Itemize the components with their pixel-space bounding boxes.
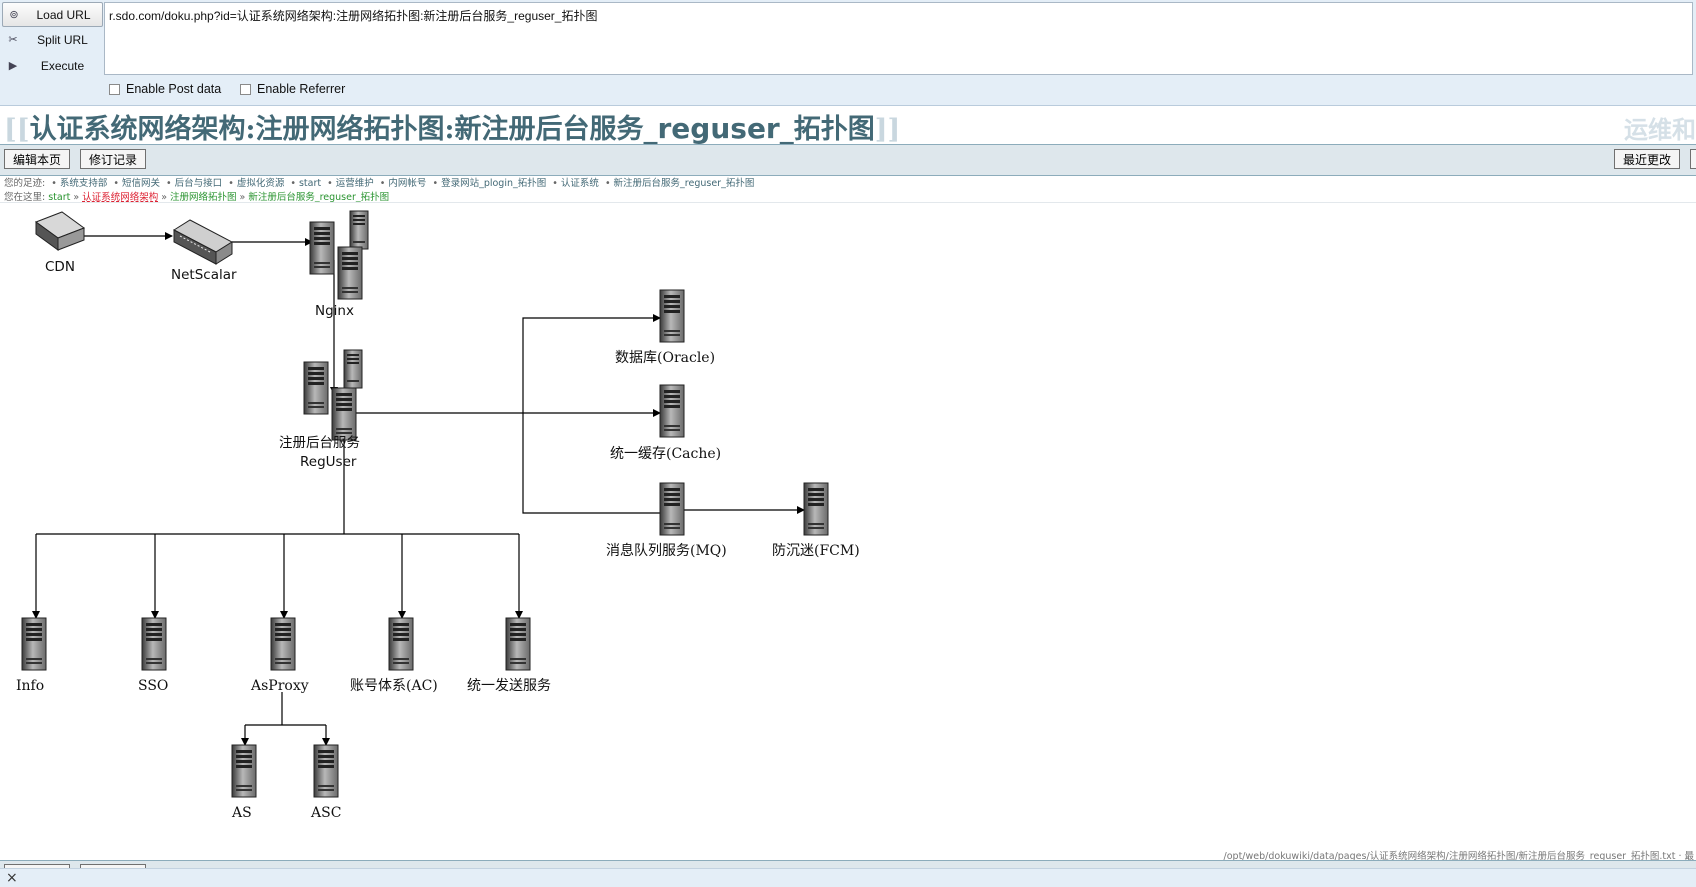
sso-server-icon bbox=[141, 617, 167, 671]
load-url-button[interactable]: ⊚ Load URL bbox=[2, 2, 103, 27]
trace-item[interactable]: 新注册后台服务_reguser_拓扑图 bbox=[613, 178, 755, 189]
label-nginx: Nginx bbox=[315, 303, 354, 319]
edit-page-button[interactable]: 编辑本页 bbox=[4, 149, 71, 169]
load-url-label: Load URL bbox=[36, 7, 91, 22]
here-label: 您在这里: bbox=[4, 192, 46, 203]
label-as: AS bbox=[231, 805, 252, 821]
trace-item[interactable]: 虚拟化资源 bbox=[236, 178, 285, 189]
label-oracle: 数据库(Oracle) bbox=[615, 350, 715, 366]
bottom-edit-button[interactable] bbox=[4, 864, 70, 869]
netscalar-icon bbox=[172, 219, 234, 265]
label-reguser-cn: 注册后台服务 bbox=[279, 435, 360, 451]
asc-server-icon bbox=[313, 744, 339, 798]
reguser-server-icon bbox=[303, 349, 363, 441]
split-url-button[interactable]: ✂ Split URL bbox=[2, 28, 101, 51]
asproxy-server-icon bbox=[270, 617, 296, 671]
as-server-icon bbox=[231, 744, 257, 798]
title-open-brackets: [[ bbox=[4, 114, 30, 145]
oracle-server-icon bbox=[659, 289, 685, 343]
topology-diagram: CDN NetScalar Nginx 注册后台服务 RegUser 数据库(O… bbox=[16, 210, 860, 821]
trace-item[interactable]: 运营维护 bbox=[335, 178, 374, 189]
breadcrumb-item-missing[interactable]: 认证系统网络架构 bbox=[82, 192, 159, 203]
label-fcm: 防沉迷(FCM) bbox=[772, 543, 860, 559]
title-english: _reguser_ bbox=[643, 112, 794, 145]
recent-changes-button[interactable]: 最近更改 bbox=[1614, 149, 1681, 169]
label-asc: ASC bbox=[310, 805, 341, 821]
load-url-icon: ⊚ bbox=[9, 9, 19, 21]
trace-item[interactable]: 认证系统 bbox=[560, 178, 599, 189]
execute-icon: ▶ bbox=[8, 60, 18, 72]
split-url-icon: ✂ bbox=[8, 34, 18, 46]
hackbar-toolbar: ⊚ Load URL ✂ Split URL ▶ Execute r.sdo.c… bbox=[0, 0, 1696, 106]
split-url-label: Split URL bbox=[37, 32, 88, 47]
trace-item[interactable]: 内网帐号 bbox=[388, 178, 427, 189]
close-icon[interactable]: × bbox=[6, 870, 18, 886]
breadcrumb-item-start[interactable]: start bbox=[48, 192, 71, 203]
cache-server-icon bbox=[659, 384, 685, 438]
label-netscalar: NetScalar bbox=[171, 267, 237, 283]
fcm-server-icon bbox=[803, 482, 829, 536]
execute-button[interactable]: ▶ Execute bbox=[2, 54, 101, 77]
label-cache: 统一缓存(Cache) bbox=[610, 446, 721, 462]
page-title[interactable]: [[认证系统网络架构:注册网络拓扑图:新注册后台服务_reguser_拓扑图]] bbox=[4, 107, 900, 145]
enable-referrer-label: Enable Referrer bbox=[257, 82, 346, 96]
wiki-toolbar: 编辑本页 修订记录 最近更改 bbox=[0, 144, 1696, 176]
label-reguser-en: RegUser bbox=[300, 454, 357, 470]
breadcrumb: 您在这里: start»认证系统网络架构»注册网络拓扑图»新注册后台服务_reg… bbox=[4, 192, 390, 203]
trace-item[interactable]: start bbox=[298, 178, 322, 189]
breadcrumb-item[interactable]: 注册网络拓扑图 bbox=[170, 192, 237, 203]
site-logo-text[interactable]: 运维和 bbox=[1624, 115, 1696, 144]
trace-item[interactable]: 短信网关 bbox=[122, 178, 161, 189]
trace-item[interactable]: 后台与接口 bbox=[174, 178, 223, 189]
send-server-icon bbox=[505, 617, 531, 671]
trace-item[interactable]: 系统支持部 bbox=[59, 178, 108, 189]
label-asproxy: AsProxy bbox=[250, 678, 309, 694]
title-tail: 拓扑图 bbox=[793, 114, 875, 145]
browser-statusbar: × bbox=[0, 868, 1696, 887]
execute-label: Execute bbox=[40, 58, 85, 73]
info-server-icon bbox=[21, 617, 47, 671]
revisions-button[interactable]: 修订记录 bbox=[80, 149, 147, 169]
mq-server-icon bbox=[659, 482, 685, 536]
trace-label: 您的足迹: bbox=[4, 178, 46, 189]
checkbox-box[interactable] bbox=[240, 83, 251, 95]
trace-item[interactable]: 登录网站_plogin_拓扑图 bbox=[441, 178, 547, 189]
bottom-revisions-button[interactable] bbox=[80, 864, 146, 869]
label-cdn: CDN bbox=[45, 259, 75, 275]
enable-post-checkbox[interactable]: Enable Post data bbox=[109, 82, 221, 96]
nginx-server-icon bbox=[309, 210, 369, 300]
label-ac: 账号体系(AC) bbox=[350, 678, 438, 694]
enable-post-label: Enable Post data bbox=[126, 82, 222, 96]
cdn-icon bbox=[34, 211, 86, 251]
wiki-bottom-toolbar bbox=[0, 860, 1696, 869]
edge-reguser-mq bbox=[522, 413, 660, 514]
checkbox-box[interactable] bbox=[109, 83, 120, 95]
edge-reguser-oracle bbox=[522, 314, 661, 413]
divider bbox=[0, 202, 1696, 203]
title-main: 认证系统网络架构:注册网络拓扑图:新注册后台服务 bbox=[29, 114, 644, 145]
enable-referrer-checkbox[interactable]: Enable Referrer bbox=[240, 82, 345, 96]
file-path-info: /opt/web/dokuwiki/data/pages/认证系统网络架构/注册… bbox=[1223, 851, 1694, 862]
url-textarea[interactable]: r.sdo.com/doku.php?id=认证系统网络架构:注册网络拓扑图:新… bbox=[104, 2, 1693, 75]
label-info: Info bbox=[16, 678, 44, 694]
search-button-stub[interactable] bbox=[1690, 149, 1696, 169]
label-send: 统一发送服务 bbox=[467, 678, 551, 694]
ac-server-icon bbox=[388, 617, 414, 671]
label-mq: 消息队列服务(MQ) bbox=[606, 542, 727, 559]
label-sso: SSO bbox=[138, 678, 168, 694]
title-close-brackets: ]] bbox=[874, 114, 901, 145]
breadcrumb-trace: 您的足迹: •系统支持部 •短信网关 •后台与接口 •虚拟化资源 •start … bbox=[4, 178, 755, 189]
breadcrumb-item-current[interactable]: 新注册后台服务_reguser_拓扑图 bbox=[248, 192, 390, 203]
